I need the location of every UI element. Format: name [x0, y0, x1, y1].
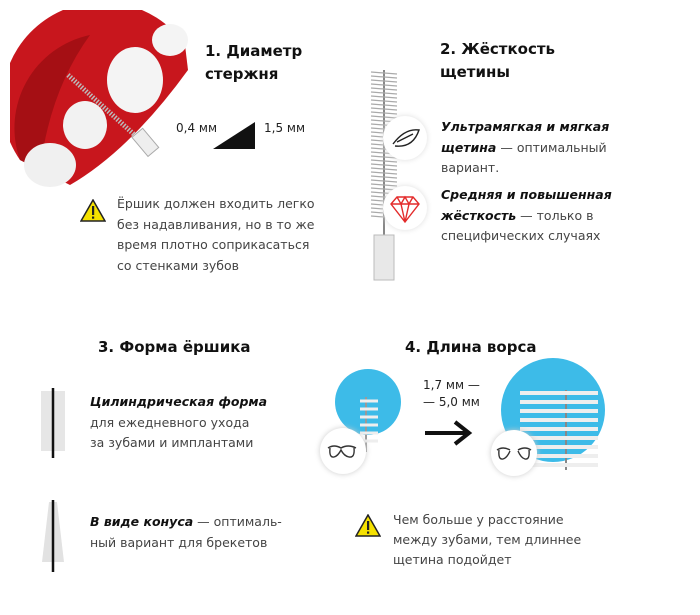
- bristle: [370, 171, 398, 175]
- text-line: Чем больше у расстояние: [393, 512, 564, 527]
- cylinder-brush-icon: [41, 388, 65, 458]
- bristle: [370, 175, 398, 179]
- bristle: [370, 91, 398, 95]
- section3-title: 3. Форма ёршика: [98, 338, 251, 356]
- soft-bristle-text: Ультрамягкая и мягкая щетина — оптимальн…: [441, 117, 609, 179]
- text-line: вариант.: [441, 160, 500, 175]
- feather-icon: [383, 116, 427, 160]
- text-line: Ёршик должен входить легко: [117, 196, 315, 211]
- brush-illustration: /*static*/: [370, 70, 398, 281]
- text-line: Цилиндрическая форма: [90, 394, 268, 409]
- bristle: [370, 87, 398, 91]
- bristle: [370, 75, 398, 79]
- warning-icon: [355, 514, 381, 537]
- arrow-right-icon: [425, 420, 473, 446]
- teeth-gap-icon: [320, 428, 366, 474]
- cylinder-text: Цилиндрическая форма для ежедневного ухо…: [90, 392, 267, 454]
- section1-warning-text: Ёршик должен входить легко без надавлива…: [117, 194, 315, 276]
- bristle: [370, 79, 398, 83]
- title-line: щетины: [440, 63, 510, 81]
- text-rest: — только в: [516, 207, 594, 223]
- bristle: [370, 155, 398, 159]
- bristle: [370, 163, 398, 167]
- text-line: щетина подойдет: [393, 552, 512, 567]
- text-line: Средняя и повышенная: [441, 187, 612, 202]
- bristle-length-range: 1,7 мм — — 5,0 мм: [423, 377, 480, 411]
- long-bristle-brush: [520, 390, 598, 470]
- gum-teeth-illustration: [10, 10, 188, 187]
- title-line: стержня: [205, 65, 279, 83]
- bristle: [370, 115, 398, 119]
- warning-icon: [80, 199, 106, 222]
- title-line: 1. Диаметр: [205, 42, 303, 60]
- bristle: [370, 103, 398, 107]
- bristle: [370, 179, 398, 183]
- text-em: жёсткость: [441, 207, 517, 223]
- bristle: [370, 83, 398, 87]
- text-rest: — оптималь-: [193, 514, 282, 529]
- text-line: 1,7 мм —: [423, 378, 480, 392]
- bristle: [370, 167, 398, 171]
- text-line: для ежедневного ухода: [90, 414, 250, 430]
- text-line: ный вариант для брекетов: [90, 534, 268, 550]
- section4-warning-text: Чем больше у расстояние между зубами, те…: [393, 510, 581, 570]
- title-line: 2. Жёсткость: [440, 40, 556, 58]
- text-em: В виде конуса: [90, 514, 194, 529]
- text-line: без надавливания, но в то же: [117, 216, 315, 232]
- text-line: — 5,0 мм: [423, 395, 480, 409]
- text-line: специфических случаях: [441, 228, 601, 243]
- text-em: щетина: [441, 139, 497, 155]
- min-diameter-label: 0,4 мм: [176, 121, 218, 135]
- bristle: [370, 71, 398, 75]
- bristle: [370, 95, 398, 99]
- text-line: время плотно соприкасаться: [117, 237, 310, 252]
- section4-title: 4. Длина ворса: [405, 338, 537, 356]
- hard-bristle-text: Средняя и повышенная жёсткость — только …: [441, 185, 612, 247]
- diamond-icon: [383, 186, 427, 230]
- max-diameter-label: 1,5 мм: [264, 121, 306, 135]
- bristle: [370, 159, 398, 163]
- bristle: [370, 107, 398, 111]
- section1-title: 1. Диаметр стержня: [205, 40, 302, 86]
- cone-brush-icon: [42, 500, 64, 572]
- bristle: [370, 183, 398, 187]
- text-rest: — оптимальный: [496, 139, 607, 155]
- diameter-wedge-icon: [213, 122, 255, 149]
- text-line: Ультрамягкая и мягкая: [441, 119, 610, 134]
- bristle: [370, 99, 398, 103]
- bristle: [370, 111, 398, 115]
- text-line: между зубами, тем длиннее: [393, 532, 582, 547]
- text-line: со стенками зубов: [117, 257, 240, 273]
- text-line: за зубами и имплантами: [90, 435, 254, 450]
- section2-title: 2. Жёсткость щетины: [440, 38, 555, 84]
- teeth-wide-gap-icon: [491, 430, 537, 476]
- cone-text: В виде конуса — оптималь- ный вариант дл…: [90, 512, 282, 553]
